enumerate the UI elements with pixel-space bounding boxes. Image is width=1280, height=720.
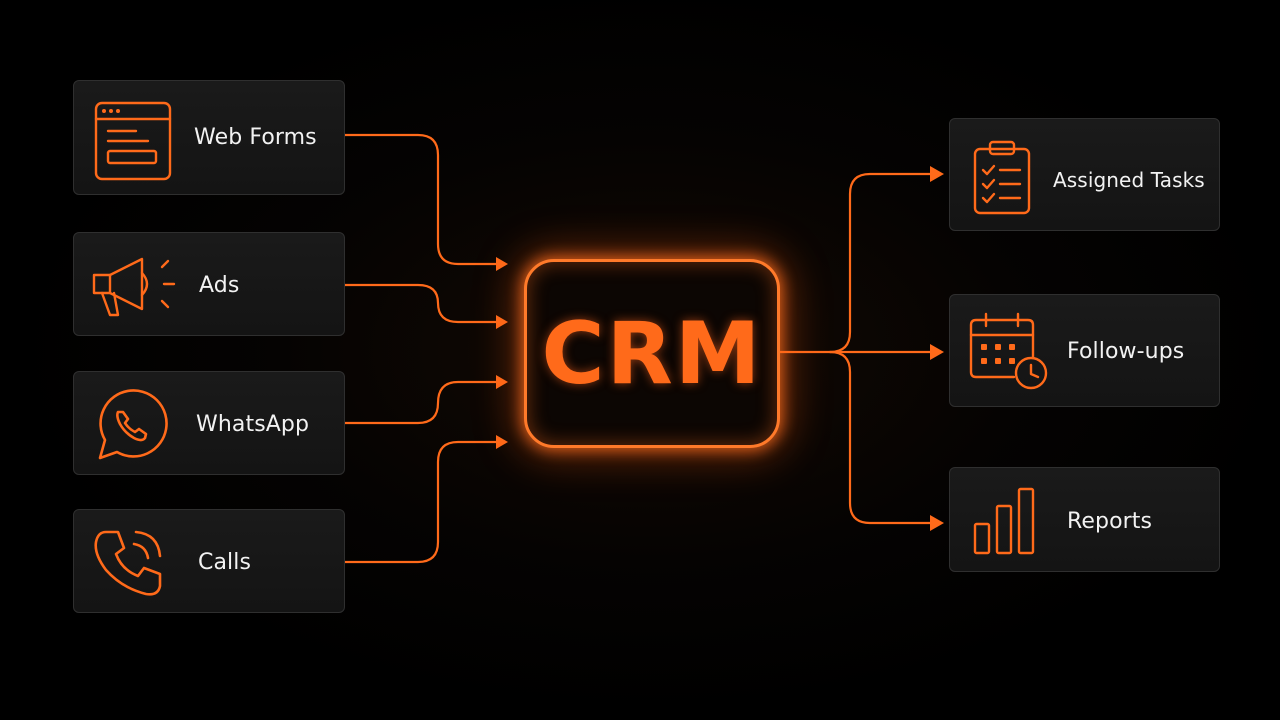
output-card-assigned-tasks: Assigned Tasks	[949, 118, 1220, 231]
calendar-clock-icon	[969, 312, 1048, 390]
input-card-web-forms: Web Forms	[73, 80, 345, 195]
crm-hub-label: CRM	[541, 303, 763, 404]
arrowhead-reports	[930, 515, 944, 531]
input-card-calls: Calls	[73, 509, 345, 613]
clipboard-checklist-icon	[973, 140, 1031, 215]
connector-crm-to-reports	[828, 350, 934, 525]
arrowhead-ads	[496, 315, 508, 329]
input-label-calls: Calls	[198, 550, 252, 575]
output-label-assigned-tasks: Assigned Tasks	[1053, 168, 1205, 192]
connector-ads-to-crm	[343, 283, 498, 324]
browser-form-icon	[94, 101, 172, 181]
connector-calls-to-crm	[343, 440, 498, 564]
arrowhead-web-forms	[496, 257, 508, 271]
output-label-reports: Reports	[1067, 509, 1153, 534]
arrowhead-followups	[930, 344, 944, 360]
input-label-ads: Ads	[199, 273, 240, 298]
bar-chart-icon	[973, 487, 1035, 555]
input-label-web-forms: Web Forms	[194, 125, 317, 150]
crm-hub: CRM	[524, 259, 780, 448]
whatsapp-icon	[98, 389, 168, 460]
connector-web-forms-to-crm	[343, 133, 498, 266]
phone-call-icon	[94, 530, 162, 596]
connector-crm-to-tasks	[828, 172, 934, 354]
arrowhead-tasks	[930, 166, 944, 182]
connector-whatsapp-to-crm	[343, 380, 498, 425]
arrowhead-calls	[496, 435, 508, 449]
output-card-reports: Reports	[949, 467, 1220, 572]
input-card-whatsapp: WhatsApp	[73, 371, 345, 475]
input-label-whatsapp: WhatsApp	[196, 412, 310, 437]
output-card-follow-ups: Follow-ups	[949, 294, 1220, 407]
input-card-ads: Ads	[73, 232, 345, 336]
megaphone-icon	[92, 257, 176, 317]
output-label-follow-ups: Follow-ups	[1067, 339, 1185, 364]
arrowhead-whatsapp	[496, 375, 508, 389]
